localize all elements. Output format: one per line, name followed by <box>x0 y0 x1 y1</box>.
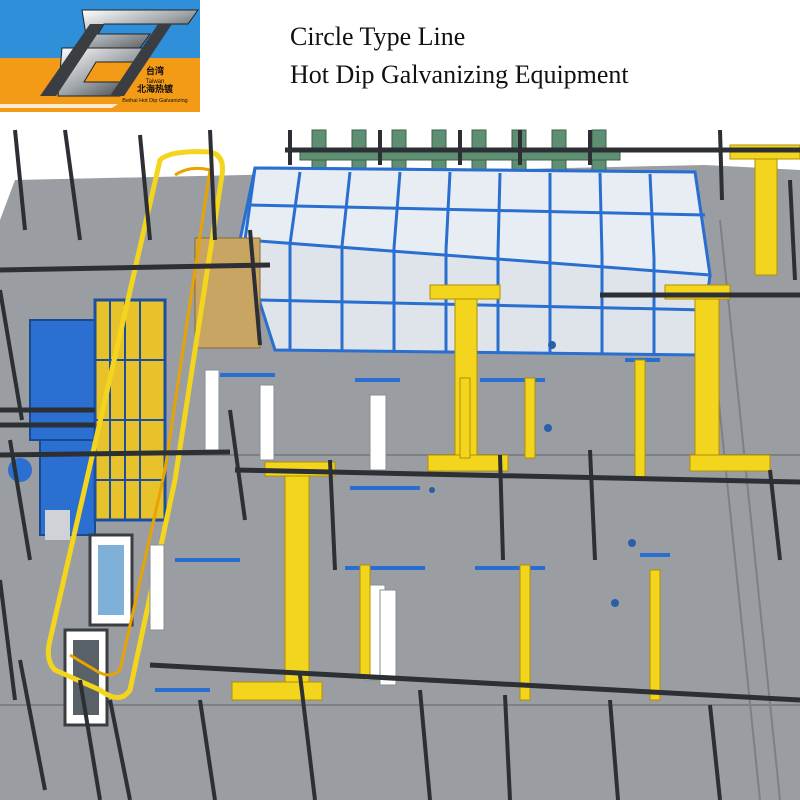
gantry-cranes <box>231 144 800 701</box>
jig-racks <box>155 358 670 692</box>
steel-columns <box>0 129 797 800</box>
logo-english-line2: Beihai Hot Dip Galvanizing <box>122 98 188 104</box>
pretreatment-enclosure <box>194 166 712 357</box>
logo-emblem <box>0 9 199 108</box>
logo-english-line1: Taiwan <box>145 79 165 85</box>
workers <box>429 341 636 607</box>
title-line1: Circle Type Line <box>290 22 466 51</box>
company-logo: 台湾 Taiwan 北海热镀 Beihai Hot Dip Galvanizin… <box>0 0 200 112</box>
hanging-workpieces <box>149 369 397 686</box>
header: 台湾 Taiwan 北海热镀 Beihai Hot Dip Galvanizin… <box>0 0 800 112</box>
title-line2: Hot Dip Galvanizing Equipment <box>290 60 629 89</box>
circle-conveyor-track <box>45 149 225 700</box>
plant-rendering <box>0 112 800 800</box>
logo-chinese-line1: 台湾 <box>145 67 164 77</box>
logo-chinese-line2: 北海热镀 <box>136 85 173 95</box>
